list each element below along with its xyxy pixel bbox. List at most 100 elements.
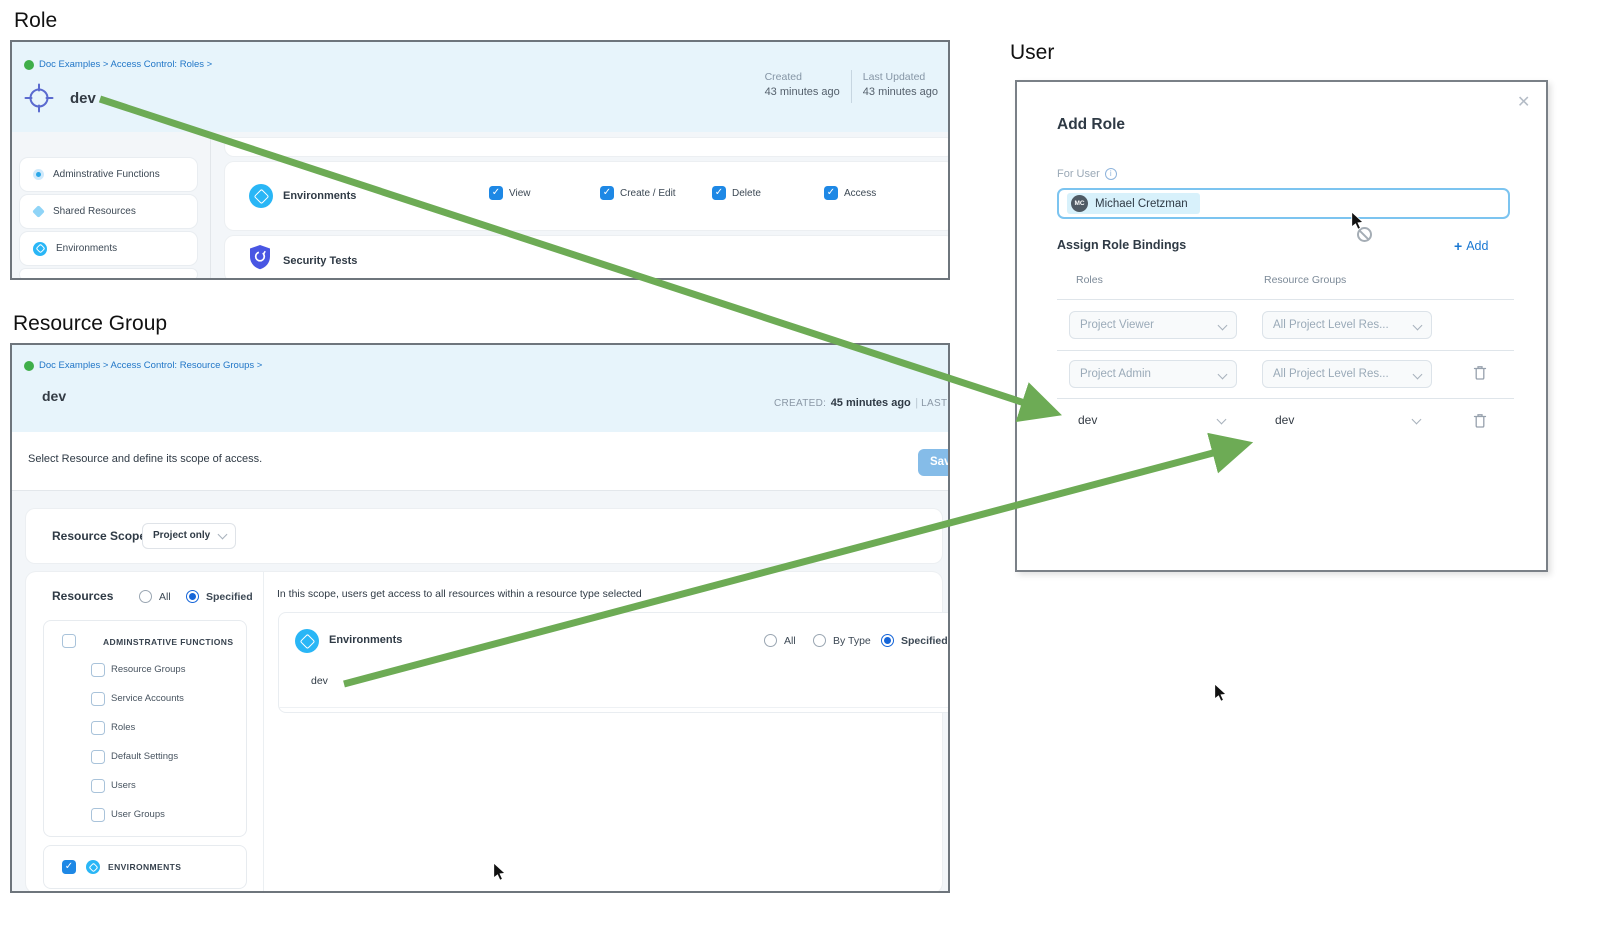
role-select-value: Project Viewer [1080,319,1154,331]
view-checkbox[interactable] [489,186,503,200]
for-user-label: For User [1057,168,1100,180]
rg-toolbar: Select Resource and define its scope of … [12,432,948,491]
user-groups-checkbox[interactable] [91,808,105,822]
delete-checkbox-label: Delete [732,188,761,199]
role-select-2[interactable]: Project Admin [1069,360,1237,388]
view-checkbox-label: View [509,188,531,199]
user-chip[interactable]: MC Michael Cretzman [1067,193,1200,214]
breadcrumb-text[interactable]: Doc Examples > Access Control: Resource … [39,360,263,371]
row-divider [1057,350,1514,351]
rg-meta: CREATED: 45 minutes ago | LAST UPDATED: [774,393,948,411]
created-value: 43 minutes ago [764,86,840,98]
delete-binding-icon[interactable] [1472,364,1488,386]
scope-note: In this scope, users get access to all r… [277,588,642,600]
chevron-down-icon[interactable] [1216,414,1227,425]
sidebar-item-label: Adminstrative Functions [53,169,160,180]
resource-groups-label: Resource Groups [111,664,186,675]
modal-title: Add Role [1057,116,1126,133]
role-select-3[interactable]: dev [1078,413,1098,427]
row-divider [1057,398,1514,399]
access-checkbox[interactable] [824,186,838,200]
resource-scope-select[interactable]: Project only [142,523,236,549]
role-select-1[interactable]: Project Viewer [1069,311,1237,339]
environments-checkbox[interactable] [62,860,76,874]
default-settings-label: Default Settings [111,751,179,762]
resource-group-select-3[interactable]: dev [1275,413,1295,427]
plus-icon: + [1454,238,1463,254]
sidebar-item-shared-resources[interactable]: Shared Resources [20,195,197,228]
user-groups-label: User Groups [111,809,165,820]
user-chip-name: Michael Cretzman [1095,197,1188,210]
resource-group-select-value: All Project Level Res... [1273,319,1389,331]
chevron-down-icon[interactable] [1411,414,1422,425]
breadcrumb[interactable]: Doc Examples > Access Control: Roles > [24,59,212,70]
rg-title: dev [42,388,67,404]
resources-all-label: All [159,591,171,603]
env-all-radio[interactable] [764,634,777,647]
created-label: Created [764,71,802,83]
close-icon[interactable]: ✕ [1517,94,1531,111]
add-binding-label: Add [1466,239,1489,253]
create-edit-checkbox-label: Create / Edit [620,188,676,199]
rg-panel-header [12,345,948,432]
delete-checkbox[interactable] [712,186,726,200]
admin-functions-label: ADMINSTRATIVE FUNCTIONS [103,637,234,647]
chevron-down-icon [1217,369,1228,379]
sidebar-item-administrative-functions[interactable]: Adminstrative Functions [20,158,197,191]
permission-row-partial [225,138,948,156]
permission-resource-label: Security Tests [283,255,358,267]
user-select-input[interactable]: MC Michael Cretzman [1057,188,1510,219]
access-checkbox-label: Access [844,188,877,199]
admin-functions-icon [33,169,44,180]
environments-tree-label: ENVIRONMENTS [108,862,182,872]
resources-all-radio[interactable] [139,590,152,603]
roles-checkbox[interactable] [91,721,105,735]
chevron-down-icon [1412,369,1423,379]
resource-group-panel: Doc Examples > Access Control: Resource … [10,343,950,893]
resource-group-select-value: All Project Level Res... [1273,368,1389,380]
role-select-value: Project Admin [1080,368,1151,380]
add-binding-button[interactable]: + Add [1454,238,1488,254]
updated-value: 43 minutes ago [862,86,938,98]
role-target-icon [24,83,54,118]
roles-label: Roles [111,722,136,733]
admin-functions-checkbox[interactable] [62,634,76,648]
sidebar-item-environments[interactable]: Environments [20,232,197,265]
user-section-heading: User [1010,41,1055,64]
roles-column-header: Roles [1076,274,1103,286]
environments-icon [295,629,319,653]
users-checkbox[interactable] [91,779,105,793]
meta-divider [850,70,852,103]
service-accounts-checkbox[interactable] [91,692,105,706]
save-button[interactable]: Save [918,449,948,476]
environments-icon [249,184,273,208]
resource-groups-column-header: Resource Groups [1264,274,1347,286]
environments-icon [86,860,100,874]
pointer-cursor-icon [1213,683,1227,708]
delete-binding-icon[interactable] [1472,412,1488,434]
breadcrumb[interactable]: Doc Examples > Access Control: Resource … [24,360,262,371]
env-by-type-radio[interactable] [813,634,826,647]
bindings-heading: Assign Role Bindings [1057,238,1187,252]
security-tests-icon [248,244,272,276]
environments-tree-card: ENVIRONMENTS [43,845,247,889]
resources-specified-radio[interactable] [186,590,199,603]
environments-icon [33,241,47,256]
sidebar-item-label: Environments [56,243,118,254]
create-edit-checkbox[interactable] [600,186,614,200]
resources-specified-label: Specified [206,591,253,603]
env-specified-radio[interactable] [881,634,894,647]
env-scope-label: Environments [329,634,403,646]
resource-tree-card: ADMINSTRATIVE FUNCTIONS Resource Groups … [43,620,247,837]
env-specified-label: Specified [901,635,948,647]
breadcrumb-text[interactable]: Doc Examples > Access Control: Roles > [39,59,213,70]
resource-groups-checkbox[interactable] [91,663,105,677]
default-settings-checkbox[interactable] [91,750,105,764]
resource-group-select-2[interactable]: All Project Level Res... [1262,360,1432,388]
resources-label: Resources [52,589,114,603]
add-role-modal: ✕ Add Role For User i MC Michael Cretzma… [1015,80,1548,572]
resource-group-select-1[interactable]: All Project Level Res... [1262,311,1432,339]
info-icon[interactable]: i [1104,168,1117,180]
env-scope-item[interactable]: dev [311,675,328,687]
